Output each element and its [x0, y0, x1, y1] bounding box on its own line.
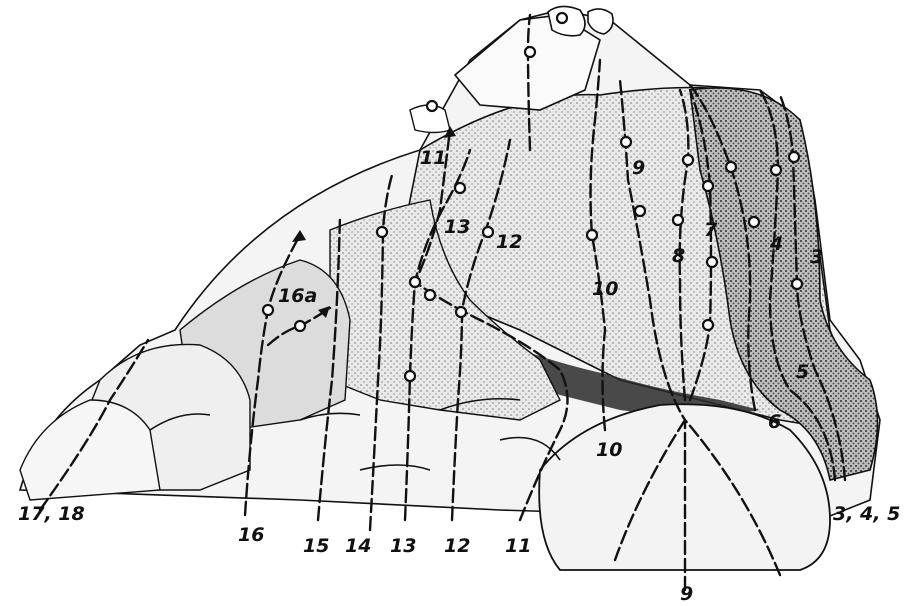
label-13: 13 — [390, 535, 416, 557]
label-10-face: 10 — [592, 278, 618, 300]
label-13-face: 13 — [444, 216, 470, 238]
label-16a: 16a — [278, 285, 317, 307]
label-7-face: 7 — [704, 219, 718, 241]
label-16: 16 — [238, 524, 264, 546]
label-12: 12 — [444, 535, 470, 557]
label-3-face: 3 — [810, 246, 823, 268]
label-11-face: 11 — [420, 147, 446, 169]
label-10-lower: 10 — [596, 439, 622, 461]
label-12-face: 12 — [496, 231, 522, 253]
rock-masses — [20, 6, 880, 570]
label-3-4-5: 3, 4, 5 — [833, 503, 900, 525]
label-4-face: 4 — [769, 233, 783, 255]
label-9: 9 — [680, 583, 693, 605]
label-17-18: 17, 18 — [18, 503, 85, 525]
label-14: 14 — [345, 535, 371, 557]
label-8-face: 8 — [672, 245, 685, 267]
label-5-face: 5 — [796, 361, 809, 383]
label-11: 11 — [505, 535, 531, 557]
label-6-face: 6 — [768, 411, 781, 433]
label-15: 15 — [303, 535, 329, 557]
label-9-face: 9 — [632, 157, 645, 179]
